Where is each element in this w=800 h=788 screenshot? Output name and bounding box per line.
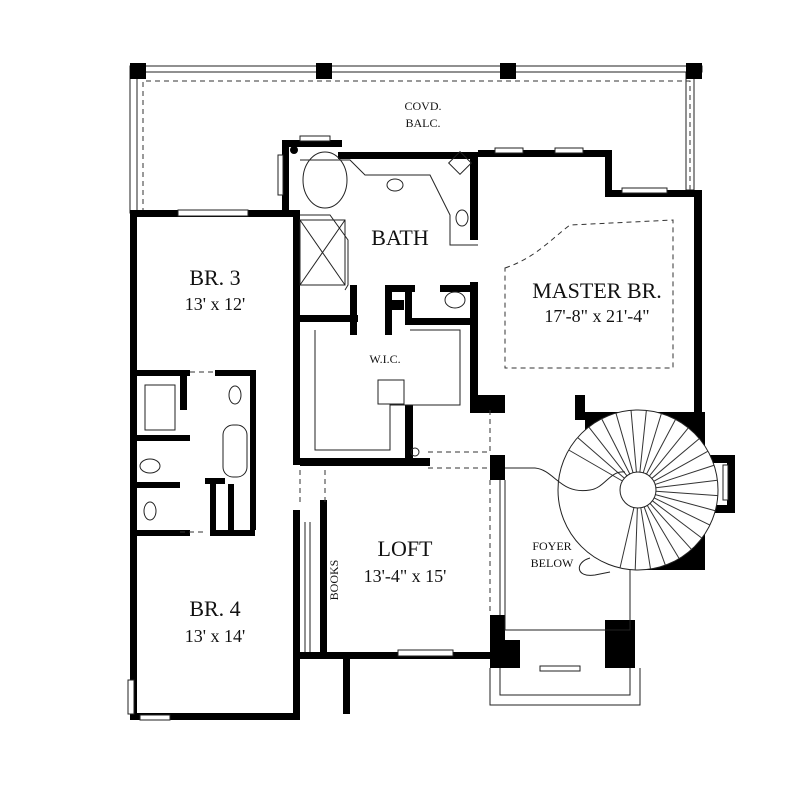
stair-tread [654, 464, 715, 485]
stair-tread [619, 507, 635, 569]
loft-size: 13'-4" x 15' [364, 566, 447, 586]
books-label: BOOKS [327, 560, 341, 601]
post [130, 63, 146, 79]
stair-tread [651, 438, 700, 479]
covered-balcony [129, 63, 703, 214]
toilet [444, 291, 466, 309]
stair-tread [588, 426, 628, 477]
stair-tread [640, 507, 652, 570]
stair-tread [568, 449, 623, 482]
stair-tread [652, 500, 703, 539]
stair-tread [643, 506, 666, 566]
spiral-staircase[interactable] [505, 409, 719, 576]
br3-size: 13' x 12' [185, 294, 246, 314]
stair-tread [655, 494, 716, 512]
post [316, 63, 332, 79]
stair-tread [601, 418, 631, 475]
balcony-label-1: COVD. [404, 99, 441, 113]
br3-label: BR. 3 [189, 265, 240, 290]
br4-size: 13' x 14' [185, 626, 246, 646]
stair-tread [615, 412, 634, 473]
foyer-label-2: BELOW [531, 556, 574, 570]
stair-tread [634, 507, 638, 570]
stair-tread [655, 479, 718, 489]
stair-tread [653, 497, 711, 526]
stair-tread [653, 450, 709, 482]
bath-fixtures [135, 150, 478, 536]
stair-tread [646, 505, 680, 559]
stair-newel [619, 471, 657, 509]
stair-tread [648, 427, 689, 477]
stair-rail [505, 467, 626, 492]
bathtub [302, 151, 348, 209]
stair-tread [577, 437, 625, 479]
stair-foot [578, 557, 611, 576]
stair-tread [642, 413, 662, 473]
balcony-label-2: BALC. [405, 116, 440, 130]
foyer-label-1: FOYER [532, 539, 571, 553]
post [500, 63, 516, 79]
walls [127, 135, 735, 721]
br4-label: BR. 4 [189, 596, 240, 621]
loft-details [299, 410, 491, 652]
loft-label: LOFT [378, 536, 434, 561]
master-ceiling-outline [504, 219, 674, 369]
post [686, 63, 702, 79]
stair-tread [649, 503, 692, 550]
master-size: 17'-8" x 21'-4" [544, 306, 649, 326]
master-label: MASTER BR. [532, 278, 662, 303]
bath-label: BATH [371, 225, 429, 250]
stair-tread [630, 410, 637, 473]
wic-label: W.I.C. [369, 352, 400, 366]
toilet [139, 458, 161, 474]
tub [222, 424, 248, 478]
stair-tread [639, 410, 647, 473]
stair-tread [646, 419, 676, 475]
stair-tread [655, 490, 718, 497]
